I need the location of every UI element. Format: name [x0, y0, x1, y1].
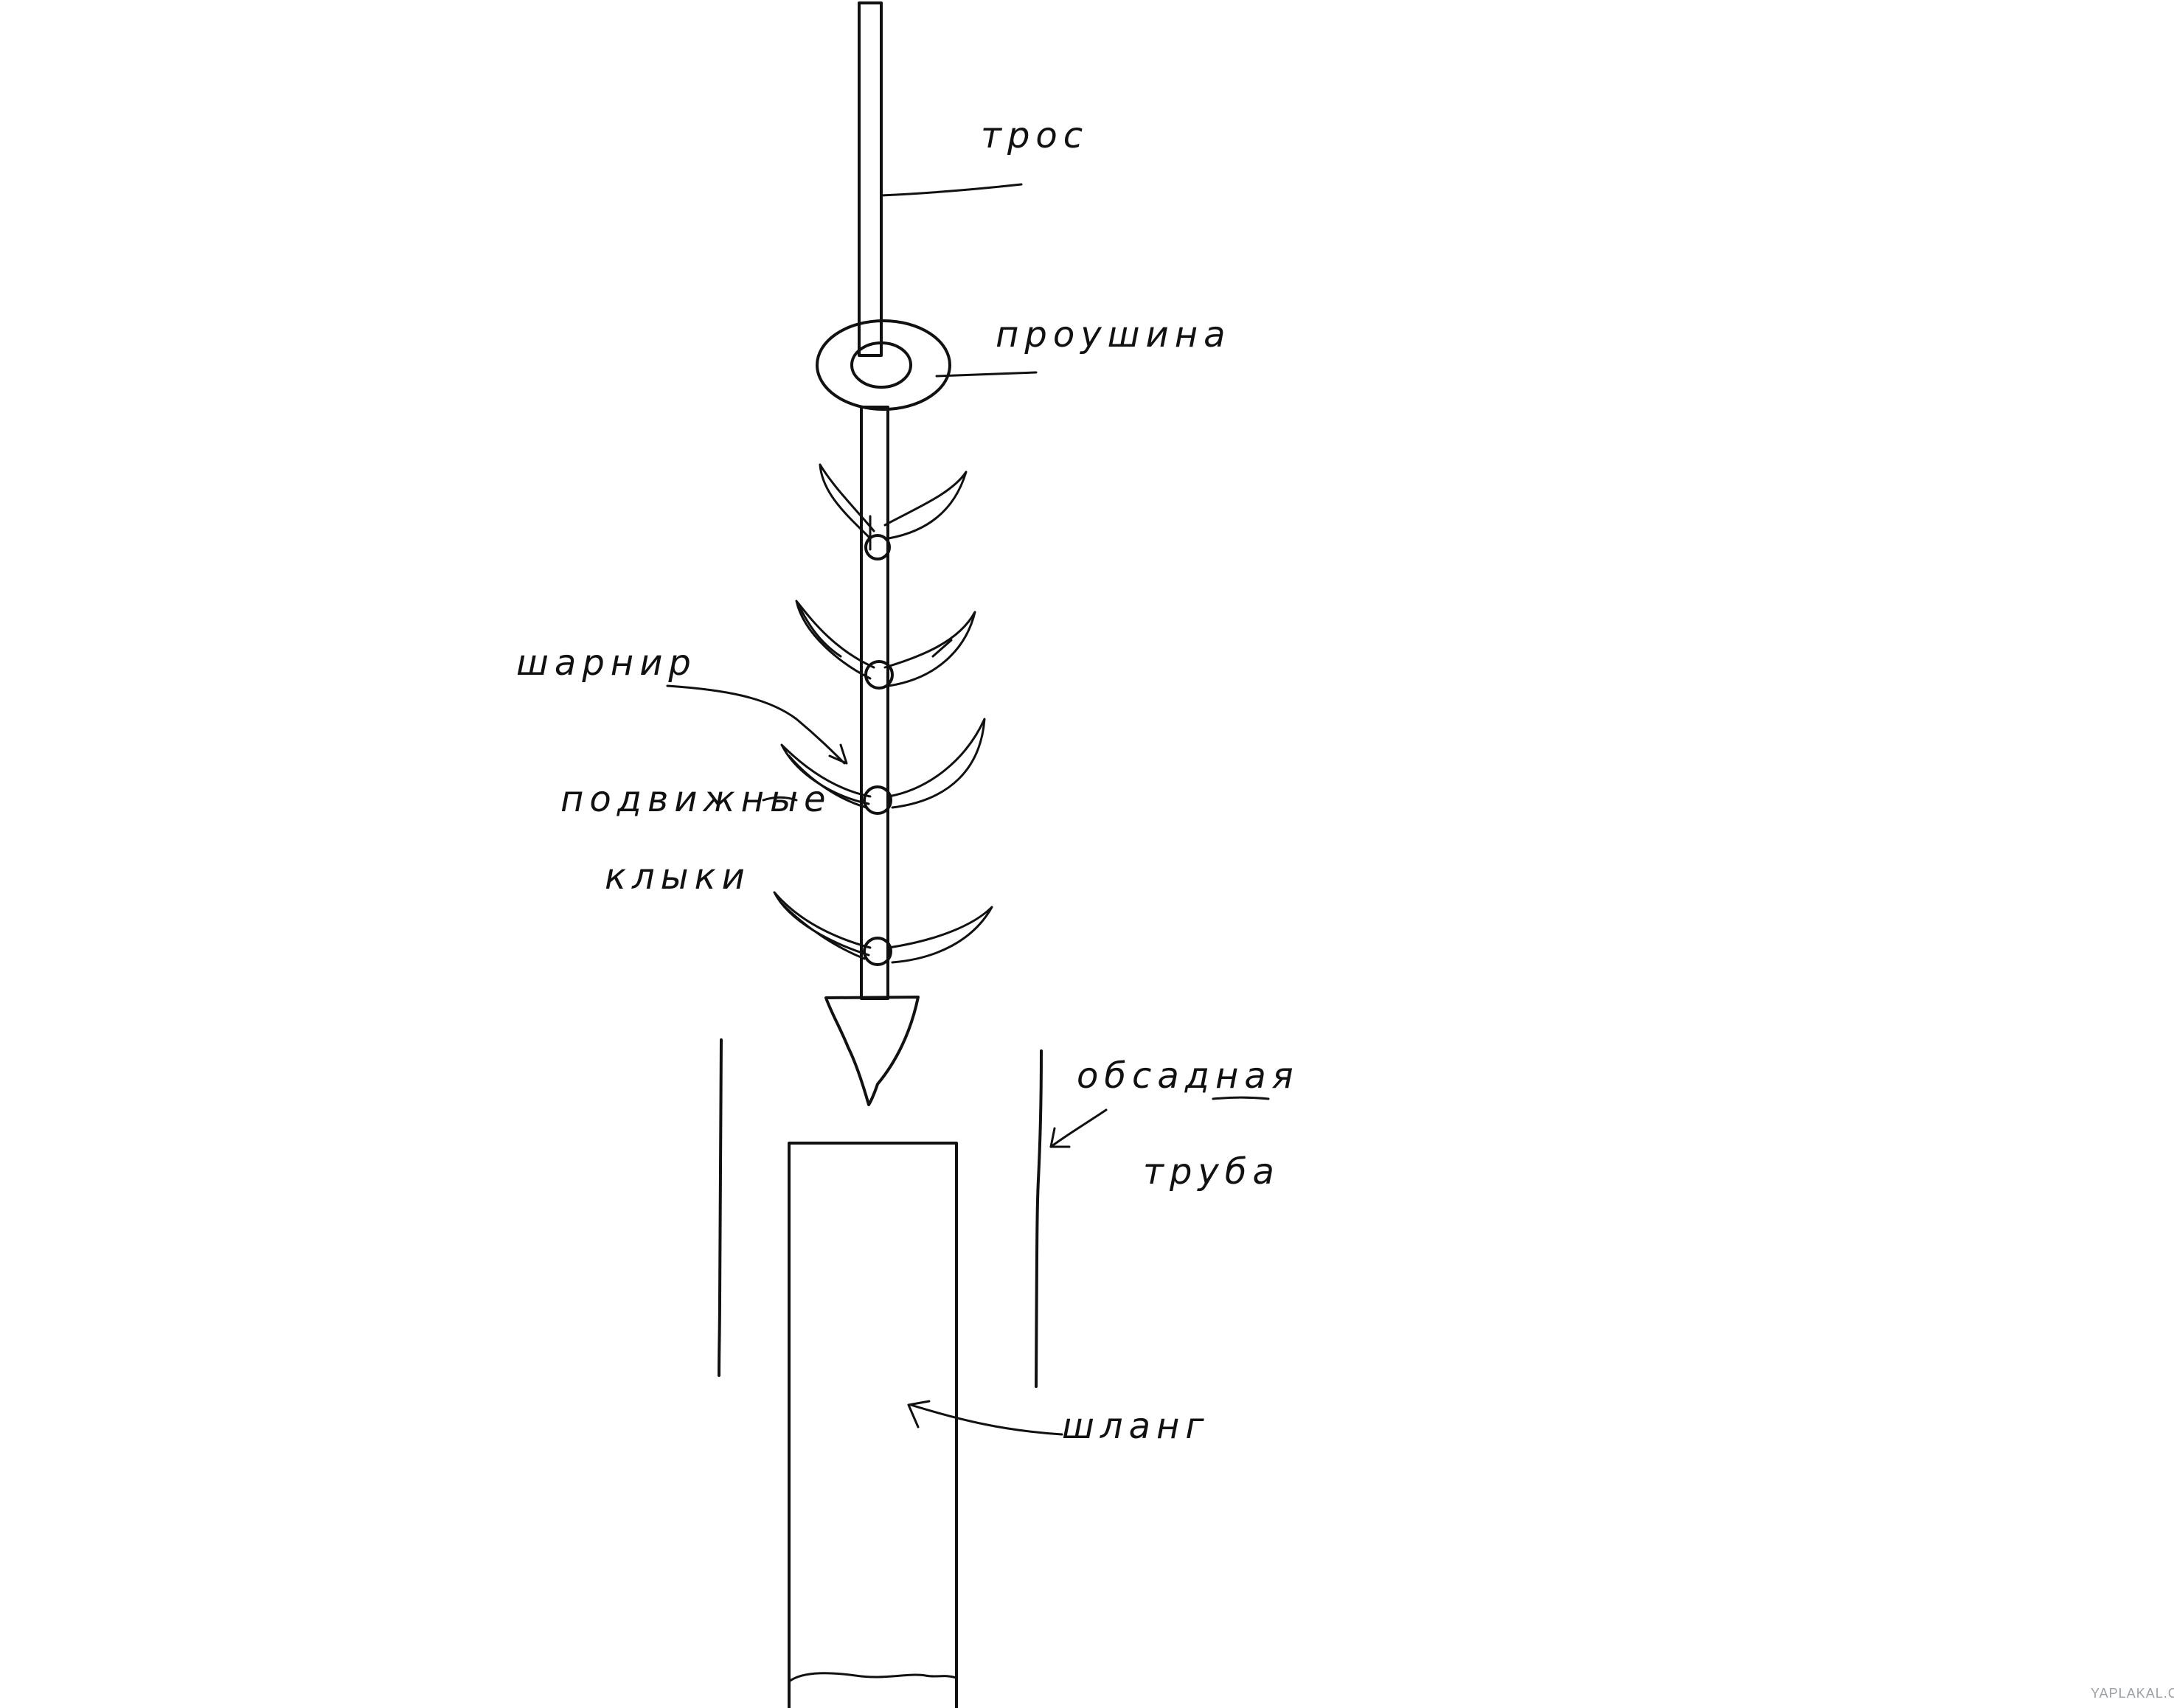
label-sharnir: шарнир — [516, 642, 697, 684]
leader-tros — [880, 183, 1023, 197]
hose — [788, 1142, 958, 1708]
hinge — [864, 660, 894, 690]
cable — [858, 1, 883, 357]
hinge — [863, 785, 892, 815]
label-truba: труба — [1143, 1151, 1280, 1193]
eyelet — [816, 319, 951, 411]
hinge — [863, 937, 892, 966]
fang-pair-3 — [780, 718, 986, 815]
leader-proushina — [935, 371, 1038, 378]
arrow-sharnir — [666, 684, 848, 765]
casing-pipe-right-wall — [1035, 1049, 1043, 1388]
label-shlang: шланг — [1062, 1406, 1210, 1447]
underline-podvizhnye — [762, 796, 798, 802]
casing-pipe-left-wall — [718, 1038, 723, 1377]
label-proushina: проушина — [996, 314, 1232, 355]
label-klyki: клыки — [605, 856, 751, 898]
label-tros: трос — [981, 115, 1088, 156]
shaft — [860, 406, 889, 1000]
arrow-shlang — [907, 1400, 1063, 1436]
fang-pair-4 — [773, 891, 993, 966]
fang-pair-2 — [795, 600, 976, 690]
watermark: YAPLAKAL.COM — [2091, 1686, 2174, 1701]
underline-obsadnaya — [1212, 1096, 1270, 1100]
arrow-obsadnaya — [1049, 1108, 1108, 1148]
hinge — [864, 534, 891, 560]
cone-tip — [824, 996, 920, 1106]
label-obsadnaya: обсадная — [1077, 1055, 1299, 1097]
label-podvizhnye: подвижные — [560, 779, 831, 820]
fang-pair-1 — [819, 463, 968, 560]
